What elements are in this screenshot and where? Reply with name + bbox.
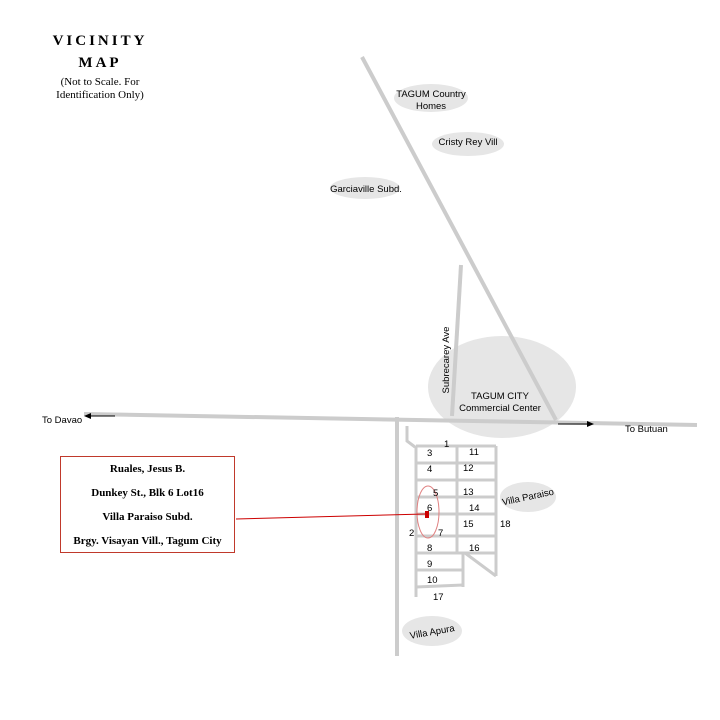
tagum-country-label-2: Homes xyxy=(416,101,446,112)
cristy-rey-label: Cristy Rey Vill xyxy=(439,137,498,148)
subrecarey-ave-label: Subrecarey Ave xyxy=(441,327,452,394)
cristy-rey-area xyxy=(432,132,504,156)
lot-number-2: 2 xyxy=(409,528,414,539)
lot-number-7: 7 xyxy=(438,528,443,539)
lot-number-14: 14 xyxy=(469,503,480,514)
lot-number-3: 3 xyxy=(427,448,432,459)
garciaville-area xyxy=(330,177,400,199)
lot-number-16: 16 xyxy=(469,543,480,554)
commercial-center-area xyxy=(428,336,576,438)
garciaville-label: Garciaville Subd. xyxy=(330,184,402,195)
owner-info-box: Ruales, Jesus B. Dunkey St., Blk 6 Lot16… xyxy=(60,456,235,553)
villa-paraiso-area xyxy=(500,482,556,512)
owner-street: Dunkey St., Blk 6 Lot16 xyxy=(91,487,204,499)
lot-number-5: 5 xyxy=(433,488,438,499)
map-title-line1: VICINITY xyxy=(52,33,148,49)
map-note-line2: Identification Only) xyxy=(56,89,144,101)
lot-number-15: 15 xyxy=(463,519,474,530)
lot-number-12: 12 xyxy=(463,463,474,474)
lot-number-1: 1 xyxy=(444,439,449,450)
lot-number-4: 4 xyxy=(427,464,432,475)
main-highway xyxy=(83,412,698,427)
commercial-center-label-2: Commercial Center xyxy=(459,403,541,414)
lot-highlight-circle xyxy=(416,485,440,539)
lot-number-8: 8 xyxy=(427,543,432,554)
owner-name: Ruales, Jesus B. xyxy=(109,463,186,475)
to-butuan-label: To Butuan xyxy=(625,424,668,435)
to-butuan-arrow xyxy=(558,421,594,427)
location-marker xyxy=(425,511,429,518)
lot-number-18: 18 xyxy=(500,519,511,530)
lot-number-11: 11 xyxy=(469,447,479,458)
tagum-country-label-1: TAGUM Country xyxy=(396,89,466,100)
map-note-line1: (Not to Scale. For xyxy=(60,76,140,88)
diagonal-road xyxy=(360,56,558,421)
map-title-line2: MAP xyxy=(78,55,122,71)
subrecarey-ave-road xyxy=(450,264,463,417)
commercial-center-label-1: TAGUM CITY xyxy=(471,391,530,402)
lot-number-17: 17 xyxy=(433,592,444,603)
leader-line xyxy=(235,513,426,520)
owner-barangay: Brgy. Visayan Vill., Tagum City xyxy=(73,535,222,547)
to-davao-label: To Davao xyxy=(42,415,82,426)
villa-apura-area xyxy=(402,616,462,646)
lot-number-10: 10 xyxy=(427,575,438,586)
lot-number-13: 13 xyxy=(463,487,474,498)
lot-number-9: 9 xyxy=(427,559,432,570)
owner-subdivision: Villa Paraiso Subd. xyxy=(102,511,193,523)
lot-number-6: 6 xyxy=(427,503,432,514)
tagum-country-area xyxy=(394,84,468,112)
subdivision-block xyxy=(405,426,498,597)
to-davao-arrow xyxy=(84,413,115,419)
